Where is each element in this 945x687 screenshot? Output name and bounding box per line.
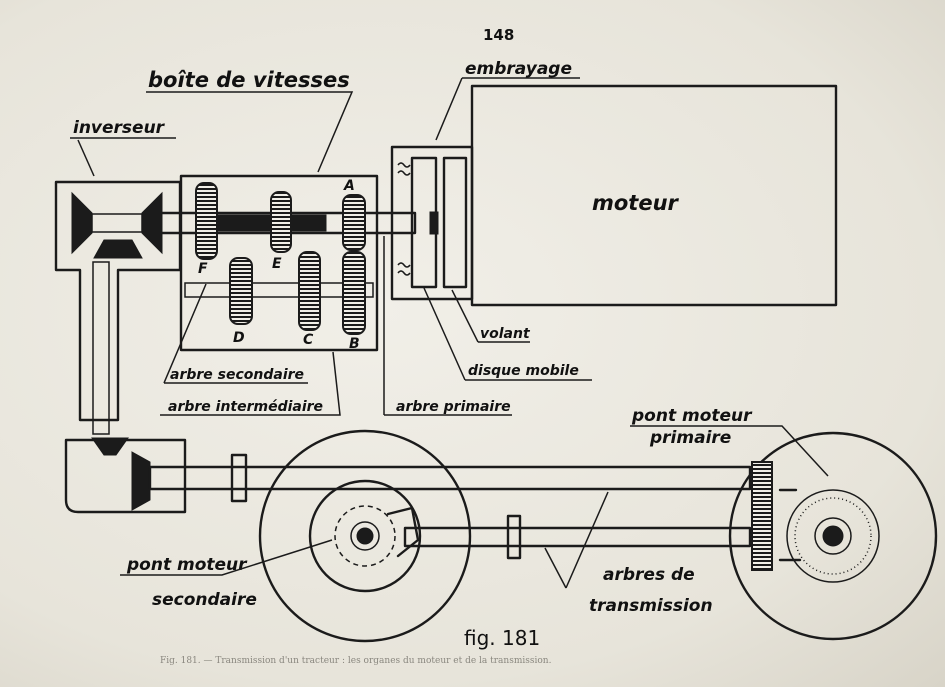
label-boite-de-vitesses: boîte de vitesses	[148, 68, 350, 92]
secondary-wheel-axle	[356, 527, 374, 545]
angle-bevel-top	[91, 437, 129, 456]
label-arbre-secondaire: arbre secondaire	[170, 367, 304, 383]
gear-a	[342, 194, 366, 251]
primary-wheel-bracket	[778, 488, 802, 562]
intermediate-shaft	[184, 282, 374, 298]
disque-mobile-plate	[442, 156, 468, 289]
label-gear-a: A	[343, 178, 355, 194]
label-arbres-de-transmission-2: transmission	[589, 596, 713, 616]
secondary-wheel-axle-ring	[350, 521, 380, 551]
shaft-coupling-1	[230, 453, 248, 503]
secondary-wheel-gear-outline	[334, 505, 396, 567]
gear-e	[270, 191, 292, 253]
gear-f	[195, 182, 218, 260]
vertical-shaft	[92, 261, 110, 435]
label-inverseur: inverseur	[73, 118, 166, 138]
label-gear-f: F	[198, 261, 208, 277]
primary-wheel-hub	[814, 517, 852, 555]
label-pont-moteur-primaire-2: primaire	[649, 428, 731, 448]
pont-secondaire-leader	[120, 539, 333, 576]
volant-leader	[451, 289, 479, 343]
label-pont-moteur-secondaire-2: secondaire	[152, 590, 257, 610]
label-moteur: moteur	[592, 191, 680, 215]
boite-leader	[146, 91, 354, 173]
arbres-leader-2	[565, 491, 609, 589]
label-volant: volant	[480, 326, 531, 342]
label-pont-moteur-primaire-1: pont moteur	[631, 406, 753, 426]
page-number: 148	[483, 26, 514, 44]
figure-caption: fig. 181	[464, 626, 540, 650]
inverseur-housing	[54, 180, 182, 422]
label-gear-e: E	[272, 256, 282, 272]
label-arbre-primaire: arbre primaire	[396, 399, 511, 415]
long-transmission-shaft	[148, 465, 752, 491]
short-transmission-shaft	[403, 526, 752, 548]
clutch-hub	[429, 211, 439, 235]
embrayage-leader	[435, 77, 463, 141]
secondary-wheel-pinion	[386, 506, 420, 558]
angle-bevel-side	[131, 451, 151, 511]
arbre-secondaire-leader	[163, 283, 207, 384]
gear-c	[298, 251, 321, 331]
pont-primaire-leader	[630, 425, 829, 477]
secondary-wheel-hub-ring	[308, 479, 422, 593]
label-disque-mobile: disque mobile	[468, 363, 579, 379]
primary-wheel-crown	[786, 489, 880, 583]
primary-wheel-rim	[728, 431, 938, 641]
label-pont-moteur-secondaire-1: pont moteur	[126, 555, 248, 575]
footnote: Fig. 181. — Transmission d'un tracteur :…	[160, 656, 552, 666]
label-arbres-de-transmission-1: arbres de	[603, 565, 695, 585]
clutch-springs	[397, 162, 411, 276]
primary-wheel-drive-gear	[751, 461, 773, 571]
label-gear-b: B	[349, 336, 360, 352]
gear-d	[229, 257, 253, 325]
secondary-wheel-rim	[258, 429, 472, 643]
label-embrayage: embrayage	[465, 59, 572, 79]
shaft-coupling-2	[506, 514, 522, 560]
disque-leader	[423, 287, 466, 381]
label-arbre-intermediaire: arbre intermédiaire	[168, 399, 323, 415]
inverseur-shaft	[91, 213, 143, 233]
primary-wheel-teeth	[794, 497, 872, 575]
gear-b	[342, 251, 366, 335]
arbres-leader-1	[544, 547, 567, 589]
inverseur-leader	[77, 139, 95, 177]
arbre-intermediaire-leader	[160, 351, 341, 416]
label-gear-d: D	[233, 330, 245, 346]
embrayage-housing	[390, 145, 474, 301]
label-gear-c: C	[303, 332, 314, 348]
primary-wheel-axle	[822, 525, 844, 547]
inverseur-bevel-bottom	[93, 239, 143, 259]
inverseur-bevel-left	[71, 191, 93, 255]
inverseur-bevel-right	[141, 191, 163, 255]
angle-box	[64, 438, 187, 514]
